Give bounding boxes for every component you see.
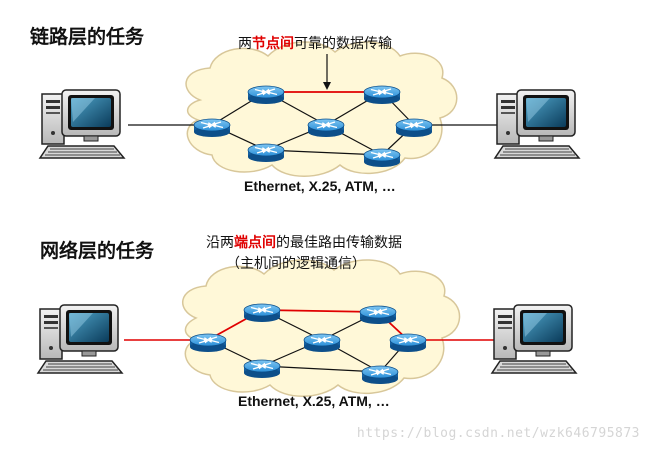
router-icon [243, 359, 281, 379]
cloud-network-top [185, 41, 458, 177]
router-icon [303, 333, 341, 353]
computer-icon [37, 304, 123, 374]
router-icon [395, 118, 433, 138]
router-icon [359, 305, 397, 325]
watermark: https://blog.csdn.net/wzk646795873 [356, 426, 640, 441]
link-layer-title: 链路层的任务 [30, 26, 145, 48]
network-layer-caption: 沿两端点间的最佳路由传输数据 [206, 232, 402, 252]
router-icon [247, 143, 285, 163]
router-icon [247, 85, 285, 105]
link-layer-section [39, 41, 580, 177]
computer-icon [491, 304, 577, 374]
link-layer-network-label: Ethernet, X.25, ATM, … [244, 178, 396, 194]
router-icon [363, 148, 401, 168]
network-layer-section [37, 259, 577, 397]
caption-suffix: 的最佳路由传输数据 [276, 235, 402, 251]
router-icon [363, 85, 401, 105]
network-layer-title: 网络层的任务 [40, 240, 155, 262]
caption-prefix: 沿两 [206, 235, 234, 251]
router-icon [361, 365, 399, 385]
computer-icon [494, 89, 580, 159]
computer-icon [39, 89, 125, 159]
network-layer-network-label: Ethernet, X.25, ATM, … [238, 393, 390, 409]
caption-highlight: 端点间 [234, 235, 276, 251]
caption-suffix: 可靠的数据传输 [294, 36, 392, 52]
router-icon [189, 333, 227, 353]
router-icon [243, 303, 281, 323]
caption-highlight: 节点间 [252, 36, 294, 52]
callout-arrow [323, 54, 331, 90]
router-icon [307, 118, 345, 138]
router-icon [193, 118, 231, 138]
caption-prefix: 两 [238, 36, 252, 52]
link-layer-caption: 两节点间可靠的数据传输 [238, 33, 392, 53]
network-layer-caption-line2: （主机间的逻辑通信） [226, 256, 366, 272]
router-icon [389, 333, 427, 353]
cloud-network-bottom [181, 259, 461, 397]
